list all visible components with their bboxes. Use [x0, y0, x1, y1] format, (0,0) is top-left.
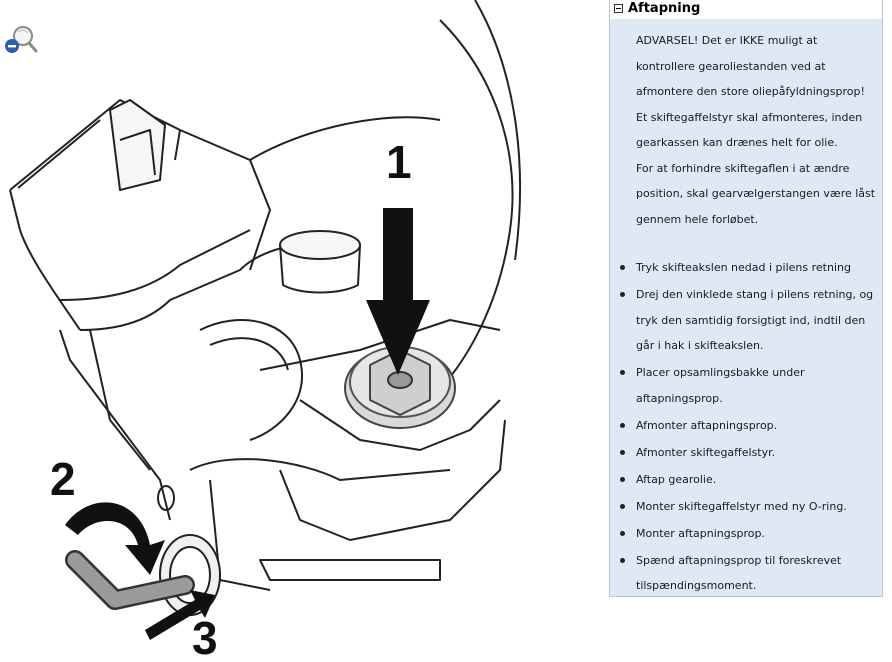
warning-line: afmontere den store oliepåfyldningsprop!	[636, 85, 865, 98]
step-item: Aftap gearolie.	[610, 467, 880, 493]
steps-list: Tryk skifteakslen nedad i pilens retning…	[610, 255, 880, 600]
warning-line: Et skiftegaffelstyr skal afmonteres, ind…	[636, 110, 863, 124]
zoom-out-icon[interactable]	[2, 22, 38, 56]
step-text: Tryk skifteakslen nedad i pilens retning	[636, 261, 851, 274]
step-item: Afmonter aftapningsprop.	[610, 413, 880, 439]
callout-2: 2	[50, 453, 76, 505]
bullet-icon	[620, 557, 625, 563]
warning-line: position, skal gearvælgerstangen være lå…	[636, 187, 876, 200]
bullet-icon	[620, 503, 625, 509]
bullet-icon	[620, 292, 625, 297]
instructions-panel: Aftapning ADVARSEL! Det er IKKE muligt a…	[609, 0, 883, 597]
bullet-icon	[620, 530, 625, 536]
step-text: Placer opsamlingsbakke under aftapningsp…	[636, 366, 805, 405]
warning-line: ADVARSEL! Det er IKKE muligt at	[636, 34, 818, 47]
bullet-icon	[620, 370, 625, 375]
step-item: Afmonter skiftegaffelstyr.	[610, 440, 880, 466]
panel-header: Aftapning	[610, 0, 882, 19]
callout-1: 1	[386, 136, 412, 188]
step-text: Monter aftapningsprop.	[636, 526, 765, 540]
gearbox-illustration: 1 2 3	[9, 0, 522, 662]
step-text: Afmonter skiftegaffelstyr.	[636, 445, 776, 459]
bullet-icon	[620, 422, 625, 428]
bullet-icon	[620, 449, 625, 455]
warning-line: gennem hele forløbet.	[636, 212, 759, 226]
step-item: Monter skiftegaffelstyr med ny O-ring.	[610, 494, 880, 520]
warning-line: gearkassen kan drænes helt for olie.	[636, 136, 838, 149]
step-text: Afmonter aftapningsprop.	[636, 418, 778, 432]
step-text: Spænd aftapningsprop til foreskrevet til…	[636, 553, 842, 593]
step-item: Spænd aftapningsprop til foreskrevet til…	[610, 548, 880, 599]
step-text: Aftap gearolie.	[636, 472, 717, 486]
step-text: Monter skiftegaffelstyr med ny O-ring.	[636, 499, 847, 513]
warning-line: For at forhindre skiftegaflen i at ændre	[636, 161, 850, 175]
step-item: Tryk skifteakslen nedad i pilens retning	[610, 255, 880, 281]
bullet-icon	[620, 265, 625, 270]
step-item: Placer opsamlingsbakke under aftapningsp…	[610, 360, 880, 411]
warning-line: kontrollere gearoliestanden ved at	[636, 59, 826, 73]
panel-title: Aftapning	[628, 1, 701, 16]
step-text: Drej den vinklede stang i pilens retning…	[636, 288, 874, 352]
warning-text: ADVARSEL! Det er IKKE muligt at kontrolle…	[636, 28, 880, 232]
step-item: Monter aftapningsprop.	[610, 521, 880, 547]
step-item: Drej den vinklede stang i pilens retning…	[610, 282, 880, 359]
bullet-icon	[620, 476, 625, 482]
callout-3: 3	[192, 612, 218, 658]
collapse-icon[interactable]	[614, 4, 623, 13]
